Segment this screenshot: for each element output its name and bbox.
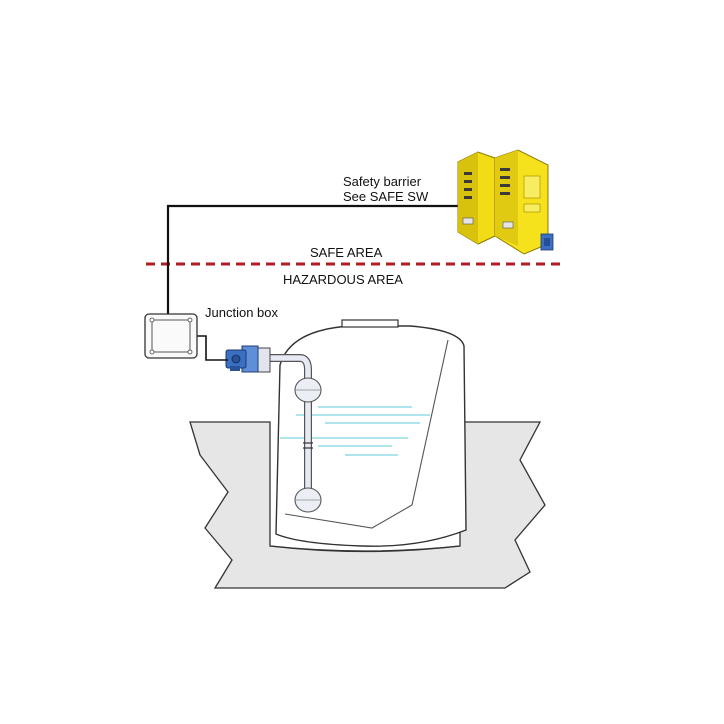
tank-bottom-edge: [269, 545, 461, 553]
sensor-cable: [196, 335, 228, 361]
hazardous-area-label: HAZARDOUS AREA: [283, 272, 403, 287]
tank: [269, 319, 467, 553]
safety-barrier-label-line1: Safety barrier: [343, 174, 422, 189]
tank-manhole-cap: [341, 319, 399, 328]
safety-barrier-module-icon: [457, 149, 554, 255]
level-sensor-head-icon: [225, 345, 259, 373]
tank-inner-contour: [284, 339, 449, 529]
level-probe: [255, 347, 322, 513]
junction-box-icon: [144, 313, 198, 359]
safety-barrier-label: Safety barrier See SAFE SW: [343, 174, 428, 204]
liquid-level: [280, 406, 430, 456]
tank-body: [275, 325, 467, 547]
safe-area-label: SAFE AREA: [310, 245, 383, 260]
signal-cable: [166, 204, 468, 314]
safety-barrier-label-line2: See SAFE SW: [343, 189, 429, 204]
junction-box-label: Junction box: [205, 305, 278, 320]
